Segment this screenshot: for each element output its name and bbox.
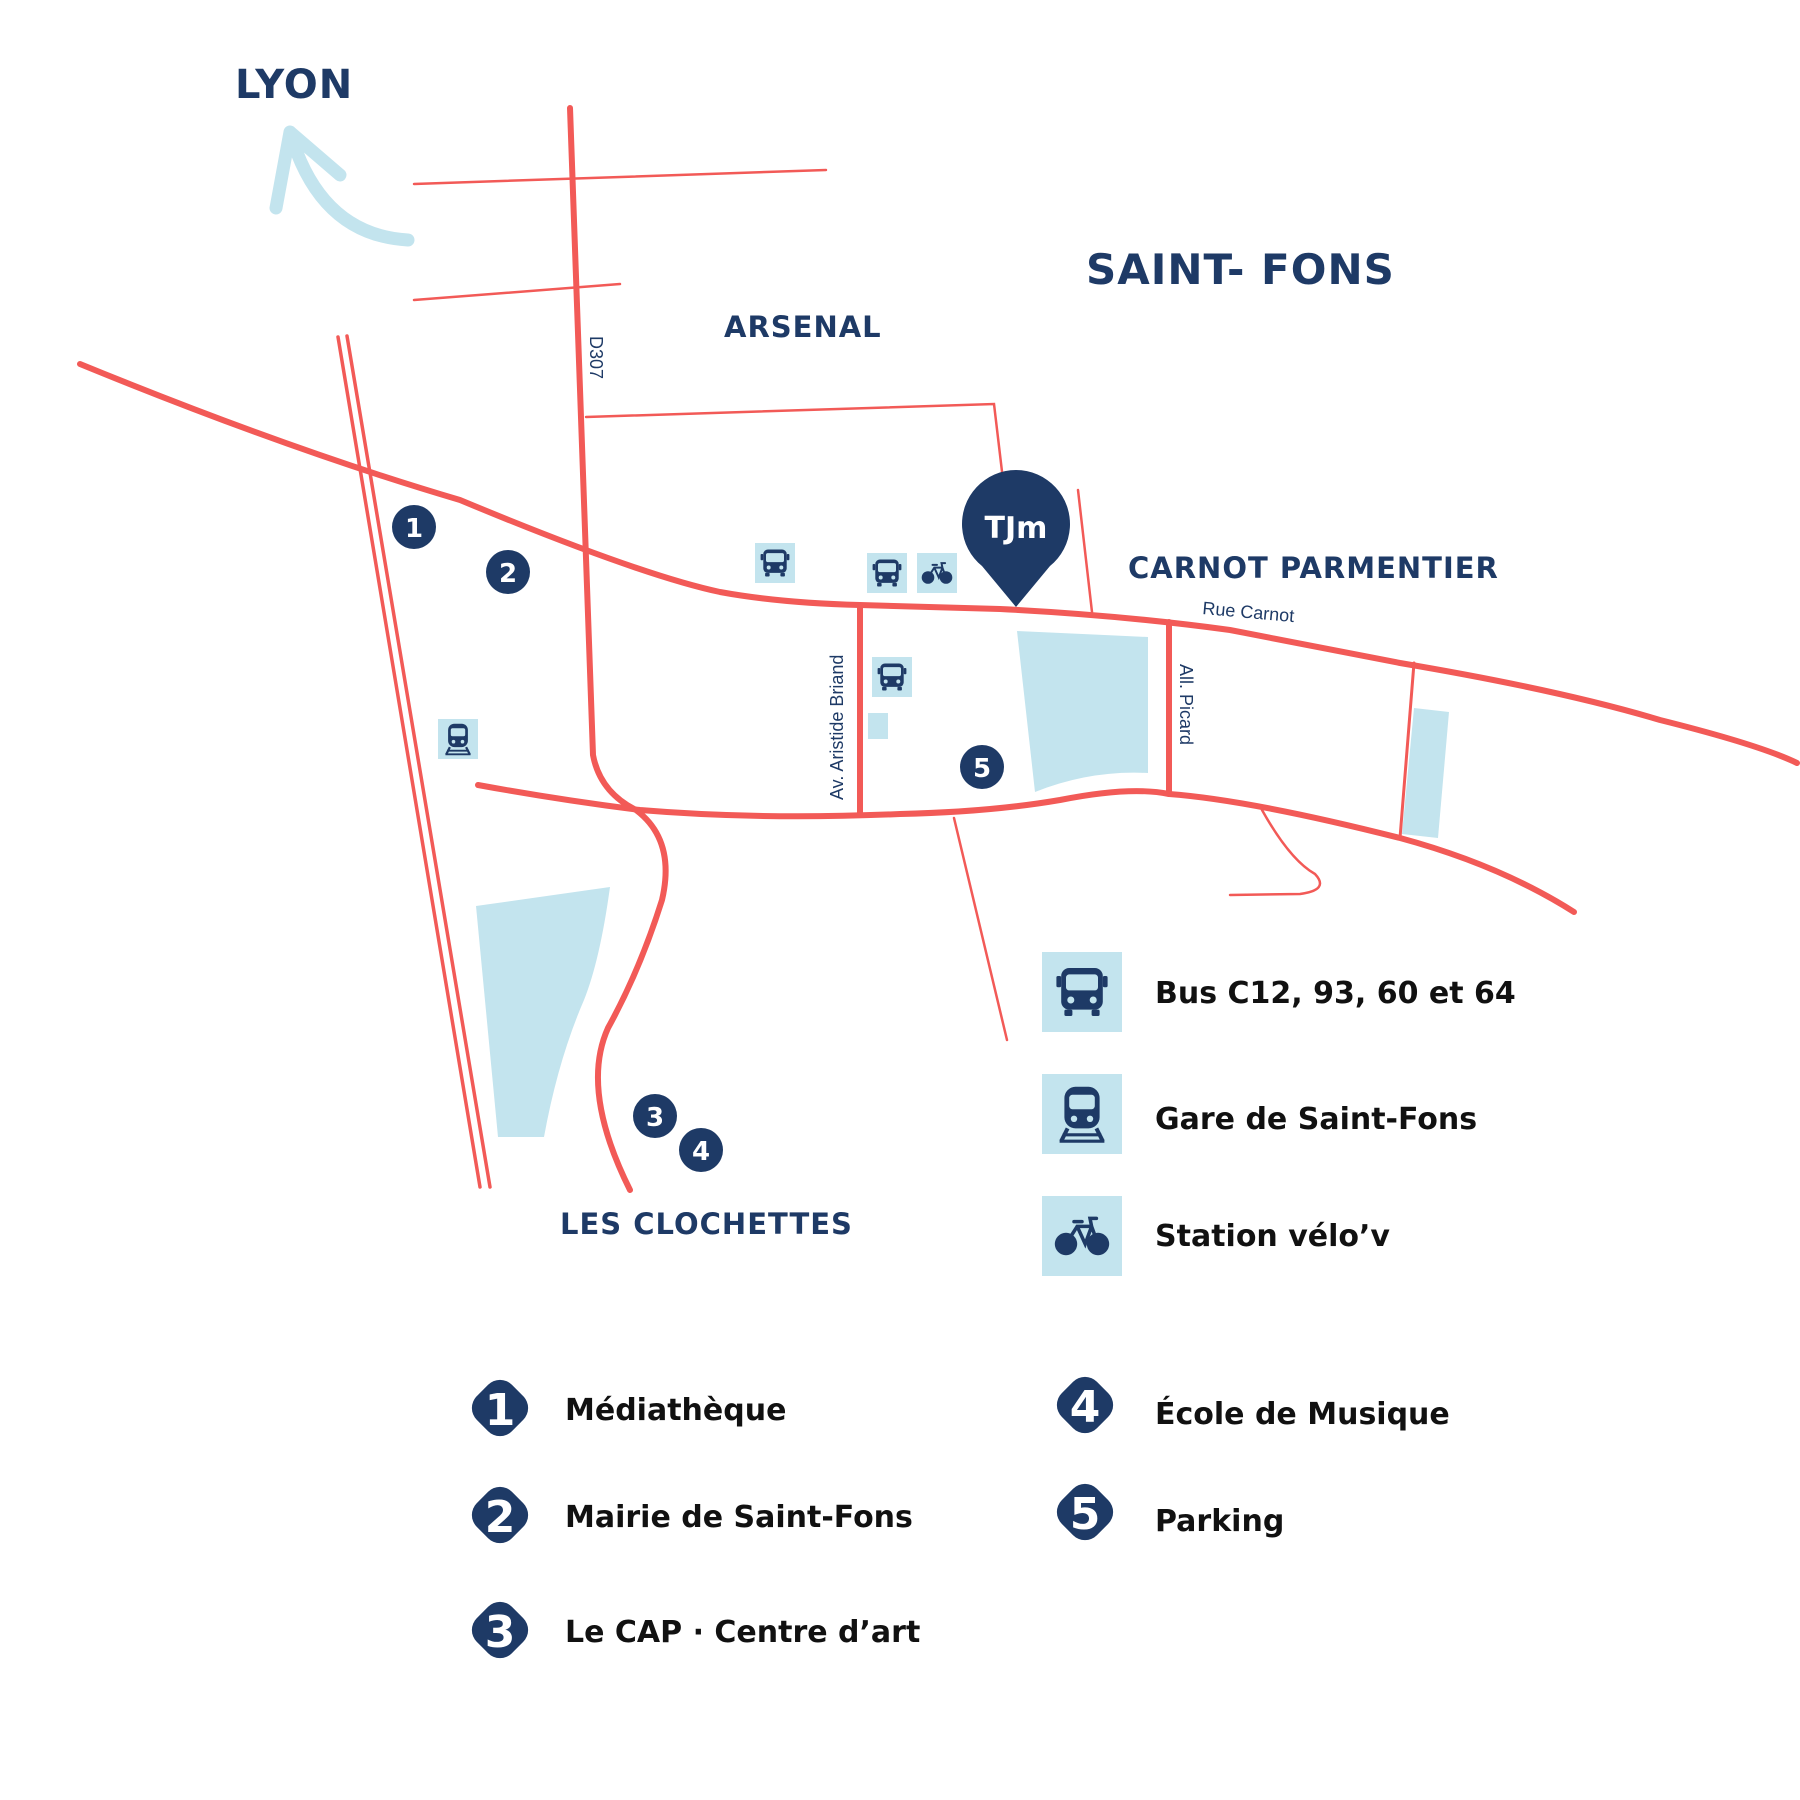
map-bus-stop[interactable] [872,657,912,697]
legend-place-number: 5 [1070,1489,1101,1540]
area-carnot-parmentier: CARNOT PARMENTIER [1128,551,1499,585]
map-point-number: 1 [405,514,423,544]
map-points: 1 2 3 4 5 [392,505,1004,1172]
legend-place-number: 3 [485,1607,516,1658]
area-lyon: LYON [235,62,353,108]
road-curl [1228,808,1322,897]
railway-line-b [345,334,492,1189]
road-arsenal [584,402,1005,482]
location-pin-icon [962,470,1071,607]
legend-bus-label: Bus C12, 93, 60 et 64 [1155,976,1516,1011]
map-point-1[interactable]: 1 [392,505,436,549]
park-small [868,713,888,739]
road-east-stub [1076,488,1094,614]
parks-layer [476,631,1449,1137]
map-point-4[interactable]: 4 [679,1128,723,1172]
legend-place-4: 4 École de Musique [1049,1369,1450,1441]
road-north-2 [412,282,622,302]
map-train-station[interactable] [438,719,478,759]
map-point-number: 2 [499,559,517,589]
map-bus-stop[interactable] [755,543,795,583]
legend-place-2: 2 Mairie de Saint-Fons [464,1479,913,1551]
street-av-aristide-briand: Av. Aristide Briand [827,655,847,800]
area-arsenal: ARSENAL [724,310,882,344]
map-bus-stop[interactable] [867,553,907,593]
legend-place-label: Parking [1155,1504,1284,1539]
legend-bus: Bus C12, 93, 60 et 64 [1042,952,1516,1032]
map-point-2[interactable]: 2 [486,550,530,594]
map-bike-station[interactable] [917,553,957,593]
map-point-number: 5 [973,754,991,784]
legend-place-label: École de Musique [1155,1396,1450,1432]
road-south-diagonal [952,816,1009,1042]
street-rue-carnot: Rue Carnot [1202,598,1295,626]
park-center [1017,631,1148,792]
road-north-1 [412,168,828,186]
road-d307 [567,105,669,1193]
road-south-main [475,782,1577,915]
legend-place-5: 5 Parking [1049,1476,1284,1548]
legend-bike-label: Station vélo’v [1155,1219,1390,1254]
street-d307: D307 [586,336,606,379]
tjm-location-marker[interactable]: TJm [962,470,1071,607]
map-transport-icons [438,543,957,759]
legend-place-number: 2 [485,1492,516,1543]
legend-bike: Station vélo’v [1042,1196,1390,1276]
legend-train: Gare de Saint-Fons [1042,1074,1477,1154]
map-point-5[interactable]: 5 [960,745,1004,789]
railway-line-a [336,335,482,1189]
legend-train-label: Gare de Saint-Fons [1155,1102,1477,1137]
legend-place-label: Médiathèque [565,1393,786,1428]
roads-layer [77,105,1800,1193]
street-all-picard: All. Picard [1176,664,1196,745]
map-point-number: 4 [692,1137,710,1167]
tjm-logo: TJm [985,511,1048,546]
map-point-3[interactable]: 3 [633,1094,677,1138]
park-west [476,887,610,1137]
area-saint-fons: SAINT- FONS [1086,245,1395,294]
legend-place-number: 1 [485,1385,516,1436]
park-east [1402,708,1449,838]
legend-place-label: Le CAP · Centre d’art [565,1615,920,1650]
road-east-connector [1398,661,1416,840]
places-legend: 1 Médiathèque 2 Mairie de Saint-Fons 3 L… [464,1369,1450,1666]
legend-place-1: 1 Médiathèque [464,1372,786,1444]
transport-legend: Bus C12, 93, 60 et 64 Gare de Saint-Fons… [1042,952,1516,1276]
area-les-clochettes: LES CLOCHETTES [560,1207,853,1241]
legend-place-number: 4 [1070,1382,1101,1433]
legend-place-label: Mairie de Saint-Fons [565,1500,913,1535]
map-point-number: 3 [646,1103,664,1133]
legend-place-3: 3 Le CAP · Centre d’art [464,1594,920,1666]
lyon-direction-arrow [269,125,415,247]
